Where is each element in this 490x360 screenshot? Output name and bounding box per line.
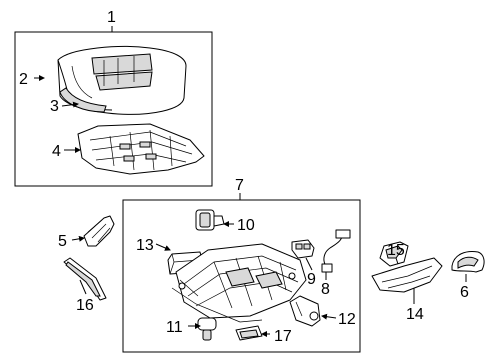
actuator-knob [197, 317, 217, 341]
switch-part [379, 241, 409, 267]
seat-frame-track [171, 243, 307, 323]
small-connector [235, 325, 263, 341]
callout-12: 12 [338, 311, 356, 328]
cushion-frame-mat [77, 123, 205, 175]
side-trim-panel [371, 257, 443, 293]
callout-6: 6 [460, 284, 469, 301]
callout-2: 2 [19, 71, 28, 88]
trim-strip [63, 257, 107, 301]
callout-15: 15 [387, 242, 405, 259]
callout-9: 9 [307, 271, 316, 288]
callout-13: 13 [136, 237, 154, 254]
motor-assembly [289, 295, 321, 327]
group-box-cushion [14, 31, 213, 187]
group-box-frame [122, 199, 361, 353]
motor-part [195, 209, 225, 231]
callout-16: 16 [76, 297, 94, 314]
callout-11: 11 [166, 319, 183, 336]
callout-7: 7 [235, 177, 244, 194]
cover-part [451, 251, 485, 273]
bracket-part [83, 215, 115, 247]
wire-harness [321, 229, 351, 273]
callout-3: 3 [50, 98, 59, 115]
callout-5: 5 [58, 233, 67, 250]
callout-8: 8 [321, 281, 330, 298]
switch-connector [291, 239, 315, 259]
callout-10: 10 [237, 217, 255, 234]
callout-4: 4 [52, 143, 61, 160]
callout-1: 1 [107, 9, 116, 26]
callout-17: 17 [274, 328, 292, 345]
seat-cushion-pad [57, 46, 187, 115]
callout-14: 14 [406, 306, 424, 323]
